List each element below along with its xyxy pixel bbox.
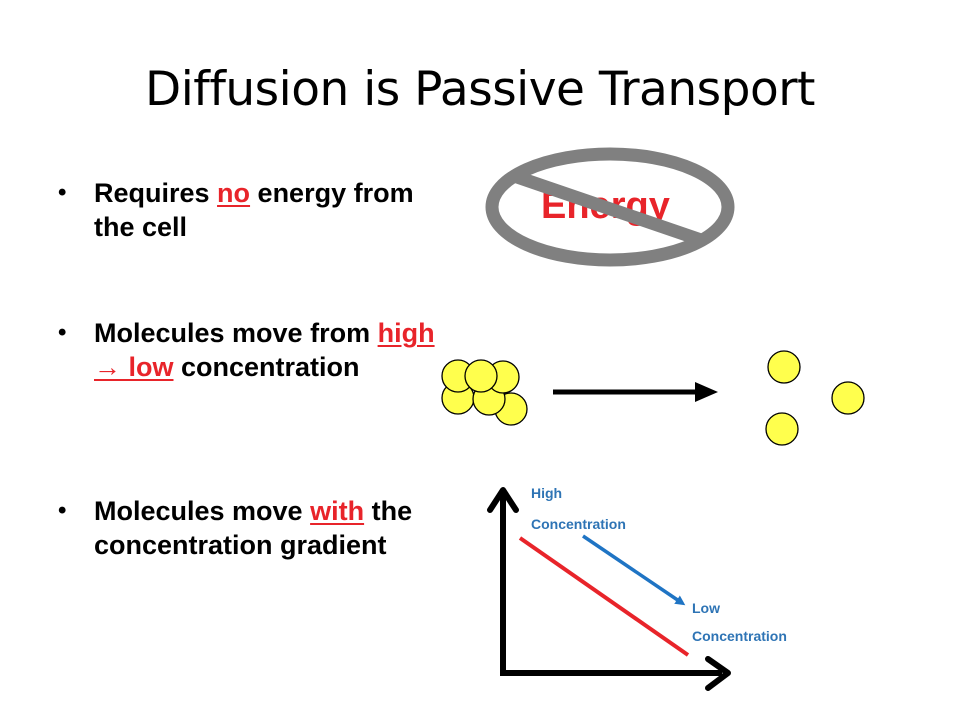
low-label-line1: Low xyxy=(692,600,720,616)
flow-arrow-icon xyxy=(582,534,686,606)
bullet-text: Requires no energy from the cell xyxy=(94,176,444,244)
diffusion-arrow xyxy=(553,382,718,402)
molecule-icon xyxy=(765,412,799,446)
molecule-cluster xyxy=(441,359,528,426)
gradient-line xyxy=(518,536,690,657)
high-label-line1: High xyxy=(531,485,562,501)
bullet-highlight: high → low xyxy=(94,318,435,382)
bullet-text: Molecules move from high → low concentra… xyxy=(94,316,444,384)
bullet-text-pre: Molecules move xyxy=(94,496,311,526)
molecule-spread xyxy=(765,350,865,446)
bullet-text-post: the concentration gradient xyxy=(94,496,413,560)
molecule-icon xyxy=(464,359,498,393)
bullet-text-pre: Requires xyxy=(94,178,218,208)
no-symbol-icon xyxy=(485,147,735,267)
no-energy-sign: Energy xyxy=(485,147,735,267)
bullet-highlight: with xyxy=(310,496,365,526)
y-axis-arrowhead-icon xyxy=(487,487,519,513)
high-label-line2: Concentration xyxy=(531,516,626,532)
bullet-highlight: no xyxy=(217,178,251,208)
bullet-text-post: concentration xyxy=(173,352,360,382)
gradient-graph: High Concentration Low Concentration xyxy=(487,485,787,691)
arrow-head-icon xyxy=(695,382,718,402)
no-symbol-slash xyxy=(514,170,707,248)
bullet-text-pre: Molecules move from xyxy=(94,318,378,348)
x-axis-arrowhead-icon xyxy=(705,656,731,691)
bullet-dot: • xyxy=(58,179,67,206)
bullet-text-post: energy from the cell xyxy=(94,178,414,242)
bullet-dot: • xyxy=(58,319,67,346)
bullet-text: Molecules move with the concentration gr… xyxy=(94,494,444,562)
low-label-line2: Concentration xyxy=(692,628,787,644)
bullet-dot: • xyxy=(58,497,67,524)
slide-title: Diffusion is Passive Transport xyxy=(145,62,815,117)
molecule-icon xyxy=(831,381,865,415)
molecule-icon xyxy=(767,350,801,384)
